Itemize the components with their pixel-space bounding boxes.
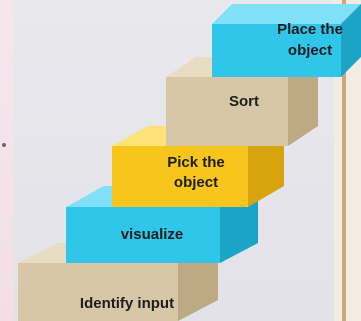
bullet-dot (2, 143, 6, 147)
step-visualize-label: visualize (121, 226, 184, 243)
step-place-object-label-line2: object (288, 42, 332, 59)
step-place-object-side (341, 4, 361, 77)
step-pick-object-label-line2: object (174, 174, 218, 191)
step-place-object: Place the object (212, 4, 361, 77)
step-visualize-front (66, 207, 220, 263)
step-place-object-top (212, 4, 361, 24)
step-sort-label: Sort (229, 93, 259, 110)
step-identify-input-label: Identify input (80, 295, 174, 312)
step-pick-object-label-line1: Pick the (167, 154, 225, 171)
step-pick-object-front (112, 146, 248, 207)
step-sort-side (288, 57, 318, 146)
step-place-object-front (212, 24, 341, 77)
right-edge-divider (342, 0, 346, 321)
left-background-strip (0, 0, 14, 321)
step-sort-front (166, 77, 288, 146)
step-place-object-label-line1: Place the (277, 21, 343, 38)
step-pick-object-side (248, 126, 284, 207)
step-identify-input-front (18, 263, 178, 321)
